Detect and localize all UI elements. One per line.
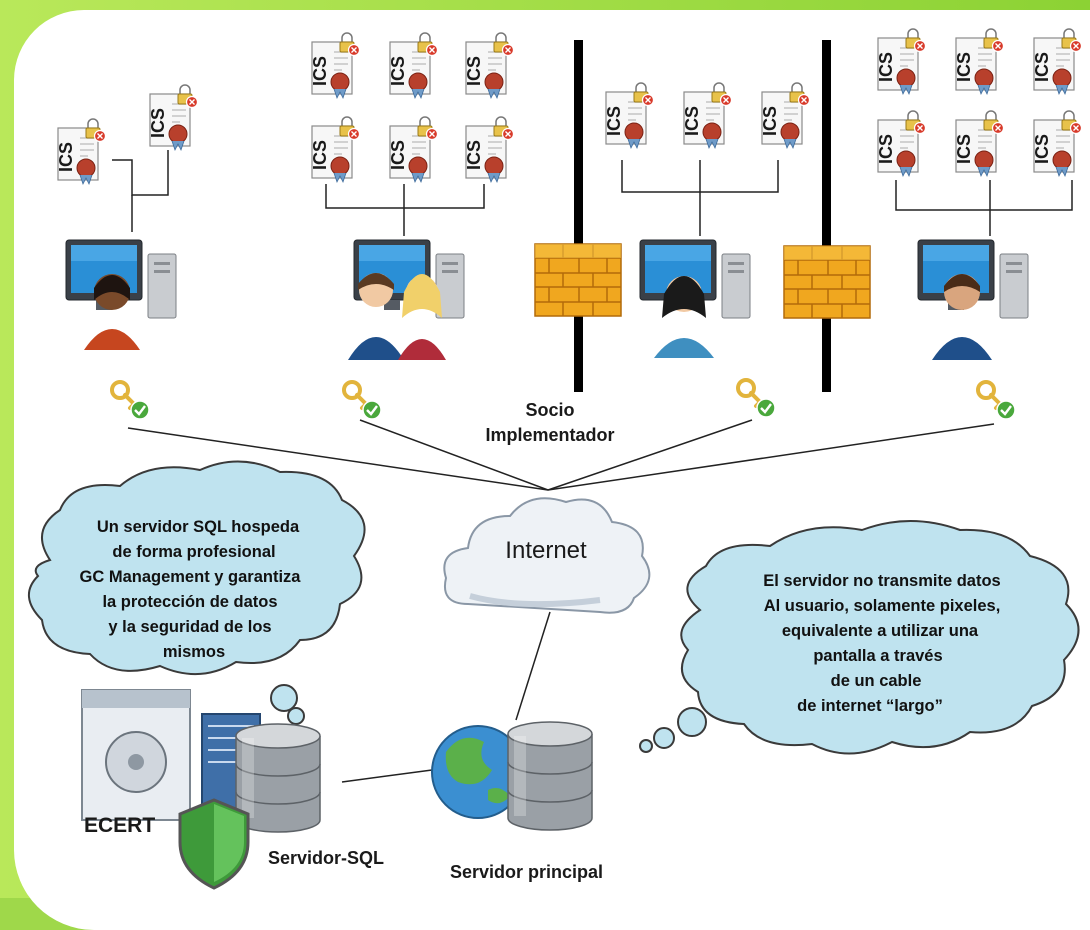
firewall-icon <box>783 245 871 319</box>
ics-document: ICS <box>388 32 439 99</box>
svg-text:ICS: ICS <box>682 106 702 136</box>
thought-left-line: GC Management y garantiza <box>80 568 302 586</box>
svg-text:ICS: ICS <box>876 52 896 82</box>
ics-document: ICS <box>954 28 1005 95</box>
svg-text:ICS: ICS <box>760 106 780 136</box>
key-icon <box>342 380 383 421</box>
ics-document: ICS <box>876 110 927 177</box>
ics-document: ICS <box>388 116 439 183</box>
separator-bar <box>822 40 831 392</box>
svg-text:ICS: ICS <box>604 106 624 136</box>
key-icon <box>110 380 151 421</box>
svg-text:ICS: ICS <box>876 134 896 164</box>
user-workstation <box>348 239 465 360</box>
internet-label: Internet <box>505 537 587 564</box>
key-icon <box>736 378 777 419</box>
ics-document: ICS <box>310 116 361 183</box>
sql-server-icon <box>81 689 321 833</box>
user-workstation <box>917 239 1029 360</box>
ics-document: ICS <box>760 82 811 149</box>
ics-document: ICS <box>148 84 199 151</box>
svg-text:ICS: ICS <box>464 56 484 86</box>
ics-document: ICS <box>1032 28 1083 95</box>
svg-text:ICS: ICS <box>310 140 330 170</box>
partner-label-line1: Socio <box>525 400 574 420</box>
svg-text:ICS: ICS <box>464 140 484 170</box>
partner-label-line2: Implementador <box>485 425 614 445</box>
ics-document: ICS <box>310 32 361 99</box>
network-diagram: ICS ICS ICS ICS ICS ICS ICS ICS ICS ICS … <box>28 28 1083 890</box>
separator-bar <box>574 40 583 392</box>
users-icon <box>348 273 446 360</box>
user-workstation <box>639 239 751 358</box>
thought-right-line: pantalla a través <box>813 647 942 665</box>
network-connectors <box>127 419 995 783</box>
thought-cloud-left: Un servidor SQL hospeda de forma profesi… <box>28 460 366 725</box>
main-server-label: Servidor principal <box>450 862 603 882</box>
svg-text:ICS: ICS <box>954 134 974 164</box>
thought-left-line: mismos <box>163 643 225 661</box>
sql-server-label: Servidor-SQL <box>268 848 384 868</box>
ics-document: ICS <box>1032 110 1083 177</box>
thought-right-line: de un cable <box>831 672 922 690</box>
user-workstation <box>65 239 177 350</box>
thought-right-line: Al usuario, solamente pixeles, <box>764 597 1001 615</box>
thought-right-line: de internet “largo” <box>797 697 943 715</box>
ics-document: ICS <box>876 28 927 95</box>
user-icon <box>84 274 140 350</box>
ics-document: ICS <box>604 82 655 149</box>
thought-cloud-right: El servidor no transmite datos Al usuari… <box>639 520 1080 755</box>
shield-icon <box>178 798 250 890</box>
thought-right-line: El servidor no transmite datos <box>763 572 1000 590</box>
svg-text:ICS: ICS <box>148 108 168 138</box>
ics-document: ICS <box>682 82 733 149</box>
ics-document: ICS <box>464 32 515 99</box>
ics-document: ICS <box>954 110 1005 177</box>
document-connectors <box>112 150 1073 236</box>
main-server-icon <box>431 721 593 831</box>
key-icon <box>976 380 1017 421</box>
ecert-logo: ECERT <box>84 814 155 837</box>
thought-left-line: y la seguridad de los <box>108 618 271 636</box>
svg-text:ICS: ICS <box>954 52 974 82</box>
thought-right-line: equivalente a utilizar una <box>782 622 979 640</box>
thought-left-line: de forma profesional <box>112 543 275 561</box>
svg-text:ICS: ICS <box>388 56 408 86</box>
thought-left-line: Un servidor SQL hospeda <box>97 518 300 536</box>
ics-document: ICS <box>464 116 515 183</box>
svg-text:ICS: ICS <box>1032 52 1052 82</box>
svg-text:ICS: ICS <box>310 56 330 86</box>
internet-cloud-icon: Internet <box>443 497 651 614</box>
user-icon <box>654 276 714 358</box>
thought-left-line: la protección de datos <box>102 593 277 611</box>
ics-document: ICS <box>56 118 107 185</box>
svg-text:ICS: ICS <box>1032 134 1052 164</box>
svg-text:ICS: ICS <box>388 140 408 170</box>
user-icon <box>932 274 992 360</box>
svg-text:ICS: ICS <box>56 142 76 172</box>
firewall-icon <box>534 243 622 317</box>
